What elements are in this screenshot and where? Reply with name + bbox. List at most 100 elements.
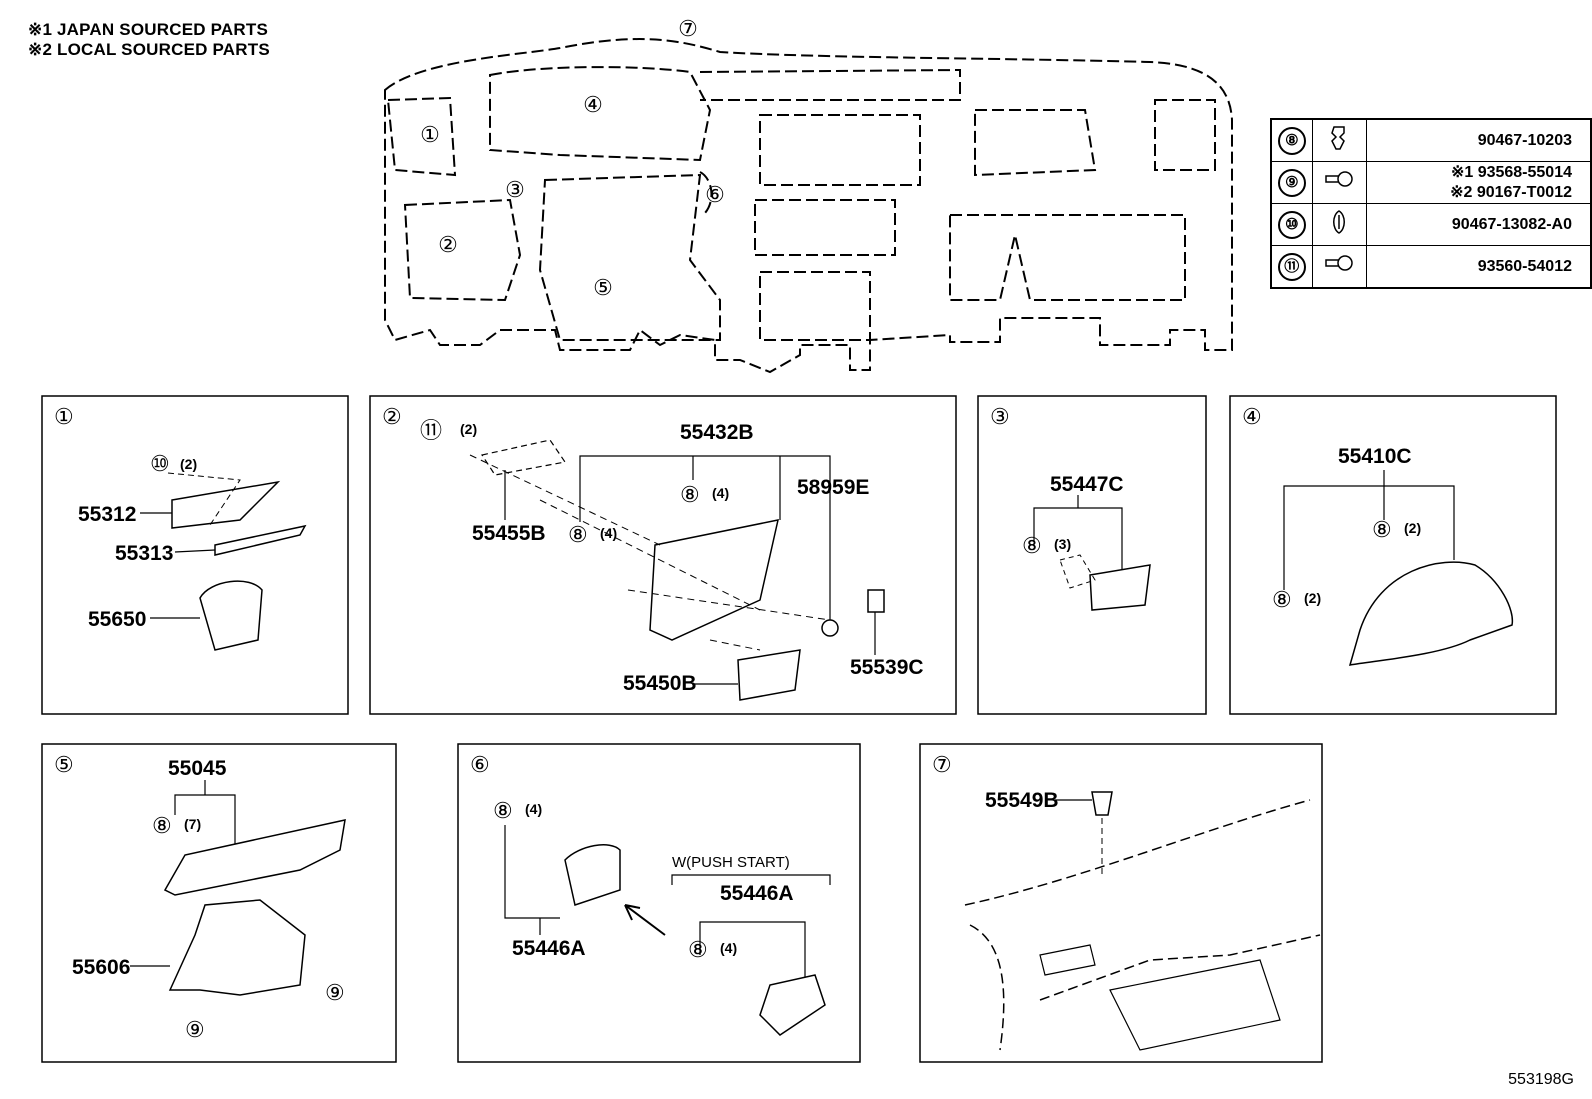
legend-notes: ※1 JAPAN SOURCED PARTS ※2 LOCAL SOURCED …	[28, 20, 270, 60]
part-number: 90467-10203	[1477, 131, 1572, 149]
dash-ref-4: ④	[583, 92, 603, 117]
part-58959E-shape	[821, 619, 839, 637]
part-55312-label: 55312	[78, 503, 136, 526]
panel-5-frame	[41, 743, 397, 1063]
row-ref: ⑧	[1277, 126, 1306, 155]
part-number: ※2 90167-T0012	[1450, 183, 1572, 201]
fastener-table: ⑧ 90467-10203 ⑨ ※1 93568-55014 ※2 90167-T…	[1270, 118, 1592, 289]
panel-4-ref: ④	[1242, 404, 1262, 429]
p2-clip-ref-b: ⑧	[568, 522, 588, 547]
p5-clip-ref: ⑧	[152, 813, 172, 838]
part-55045-shape	[163, 819, 346, 896]
part-55549B-label: 55549B	[985, 789, 1059, 812]
panel-7-ref: ⑦	[932, 752, 952, 777]
dash-ref-1: ①	[420, 122, 440, 147]
panel-6: ⑥ ⑧ (4) 55446A W(PUSH START) 55446A ⑧ (4…	[470, 752, 831, 1036]
part-58959E-label: 58959E	[797, 476, 869, 499]
dash-ref-5: ⑤	[593, 275, 613, 300]
panel-4: ④ 55410C ⑧ (2) ⑧ (2)	[1242, 404, 1514, 666]
p6-clip-qty-b: (4)	[720, 940, 737, 956]
panel-5-ref: ⑤	[54, 752, 74, 777]
part-55410C-label: 55410C	[1338, 445, 1412, 468]
p1-clip-ref: ⑩	[150, 451, 170, 476]
p2-clip-qty-b: (4)	[600, 525, 617, 541]
part-55432B-label: 55432B	[680, 421, 754, 444]
row-ref: ⑨	[1277, 168, 1306, 197]
panel-1-frame	[41, 395, 349, 715]
panel-2-ref: ②	[382, 404, 402, 429]
part-55410C-shape	[1348, 561, 1514, 666]
p2-clip-ref-a: ⑧	[680, 482, 700, 507]
panel-3: ③ 55447C ⑧ (3)	[990, 404, 1151, 611]
dash-ref-7: ⑦	[678, 16, 698, 41]
part-55450B-shape	[737, 649, 801, 701]
table-row: ⑧ 90467-10203	[1270, 118, 1592, 162]
panel-1-ref: ①	[54, 404, 74, 429]
note-japan-sourced: ※1 JAPAN SOURCED PARTS	[28, 20, 268, 39]
p6-clip-qty-a: (4)	[525, 801, 542, 817]
table-row: ⑨ ※1 93568-55014 ※2 90167-T0012	[1270, 161, 1592, 204]
p2-screw-ref: ⑪	[420, 418, 442, 443]
part-55446A-label-a: 55446A	[512, 937, 586, 960]
part-55447C-label: 55447C	[1050, 473, 1124, 496]
panel-3-ref: ③	[990, 404, 1010, 429]
p5-clip-qty: (7)	[184, 816, 201, 832]
part-55446A-label-b: 55446A	[720, 882, 794, 905]
panel-frames	[41, 395, 1557, 1063]
dashboard-outline	[384, 38, 1233, 374]
part-55446A-shape-a	[564, 844, 621, 906]
p4-clip-qty-b: (2)	[1304, 590, 1321, 606]
part-55446A-shape-b	[759, 974, 826, 1036]
panel-7: ⑦ 55549B	[932, 752, 1321, 1051]
p4-clip-ref-a: ⑧	[1372, 517, 1392, 542]
panel-6-frame	[457, 743, 861, 1063]
panel-4-frame	[1229, 395, 1557, 715]
p2-clip-qty-a: (4)	[712, 485, 729, 501]
p1-clip-qty: (2)	[180, 456, 197, 472]
dash-ref-3: ③	[505, 177, 525, 202]
part-number: ※1 93568-55014	[1450, 163, 1572, 181]
p6-clip-ref-b: ⑧	[688, 937, 708, 962]
dashboard-section	[964, 799, 1321, 1051]
part-number: 93560-54012	[1477, 257, 1572, 275]
part-55313-shape	[214, 524, 307, 556]
p6-variant-label: W(PUSH START)	[672, 854, 790, 871]
part-55447C-shape	[1089, 564, 1151, 611]
part-number: 90467-13082-A0	[1451, 215, 1572, 233]
part-55455B-label: 55455B	[472, 522, 546, 545]
dash-ref-2: ②	[438, 232, 458, 257]
note-local-sourced: ※2 LOCAL SOURCED PARTS	[28, 40, 270, 59]
table-row: ⑩ 90467-13082-A0	[1270, 203, 1592, 246]
p3-clip-ref: ⑧	[1022, 533, 1042, 558]
panel-2-frame	[369, 395, 957, 715]
part-55650-shape	[199, 580, 263, 651]
part-55539C-shape	[867, 589, 885, 613]
row-ref: ⑩	[1277, 210, 1306, 239]
part-55313-label: 55313	[115, 542, 173, 565]
table-row: ⑪ 93560-54012	[1270, 245, 1592, 289]
clip-icon	[1331, 126, 1346, 150]
panel-5: ⑤ 55045 ⑧ (7) 55606 ⑨ ⑨	[54, 752, 346, 1042]
part-55432B-shape	[649, 519, 779, 641]
p5-screw-ref-a: ⑨	[325, 980, 345, 1005]
part-55606-label: 55606	[72, 956, 130, 979]
part-55606-shape	[168, 899, 306, 996]
part-55455B-shape	[481, 439, 567, 476]
panel-7-frame	[919, 743, 1323, 1063]
panel-2: ② ⑪ (2) 55432B 58959E 55455B 55450B 5553…	[382, 404, 924, 701]
part-55045-label: 55045	[168, 757, 227, 780]
p2-screw-qty: (2)	[460, 421, 477, 437]
part-55539C-label: 55539C	[850, 656, 924, 679]
p4-clip-qty-a: (2)	[1404, 520, 1421, 536]
part-55650-label: 55650	[88, 608, 146, 631]
dash-ref-6: ⑥	[705, 182, 725, 207]
panel-6-ref: ⑥	[470, 752, 490, 777]
illustration-id: 553198G	[1508, 1071, 1574, 1088]
part-55549B-shape	[1091, 791, 1113, 816]
clip-icon	[1333, 210, 1346, 234]
dashboard-callouts: ① ② ③ ④ ⑤ ⑥ ⑦	[420, 16, 725, 300]
screw-icon	[1325, 171, 1354, 187]
row-ref: ⑪	[1277, 252, 1306, 281]
panel-1: ① ⑩ (2) 55312 55313 55650	[54, 404, 307, 651]
